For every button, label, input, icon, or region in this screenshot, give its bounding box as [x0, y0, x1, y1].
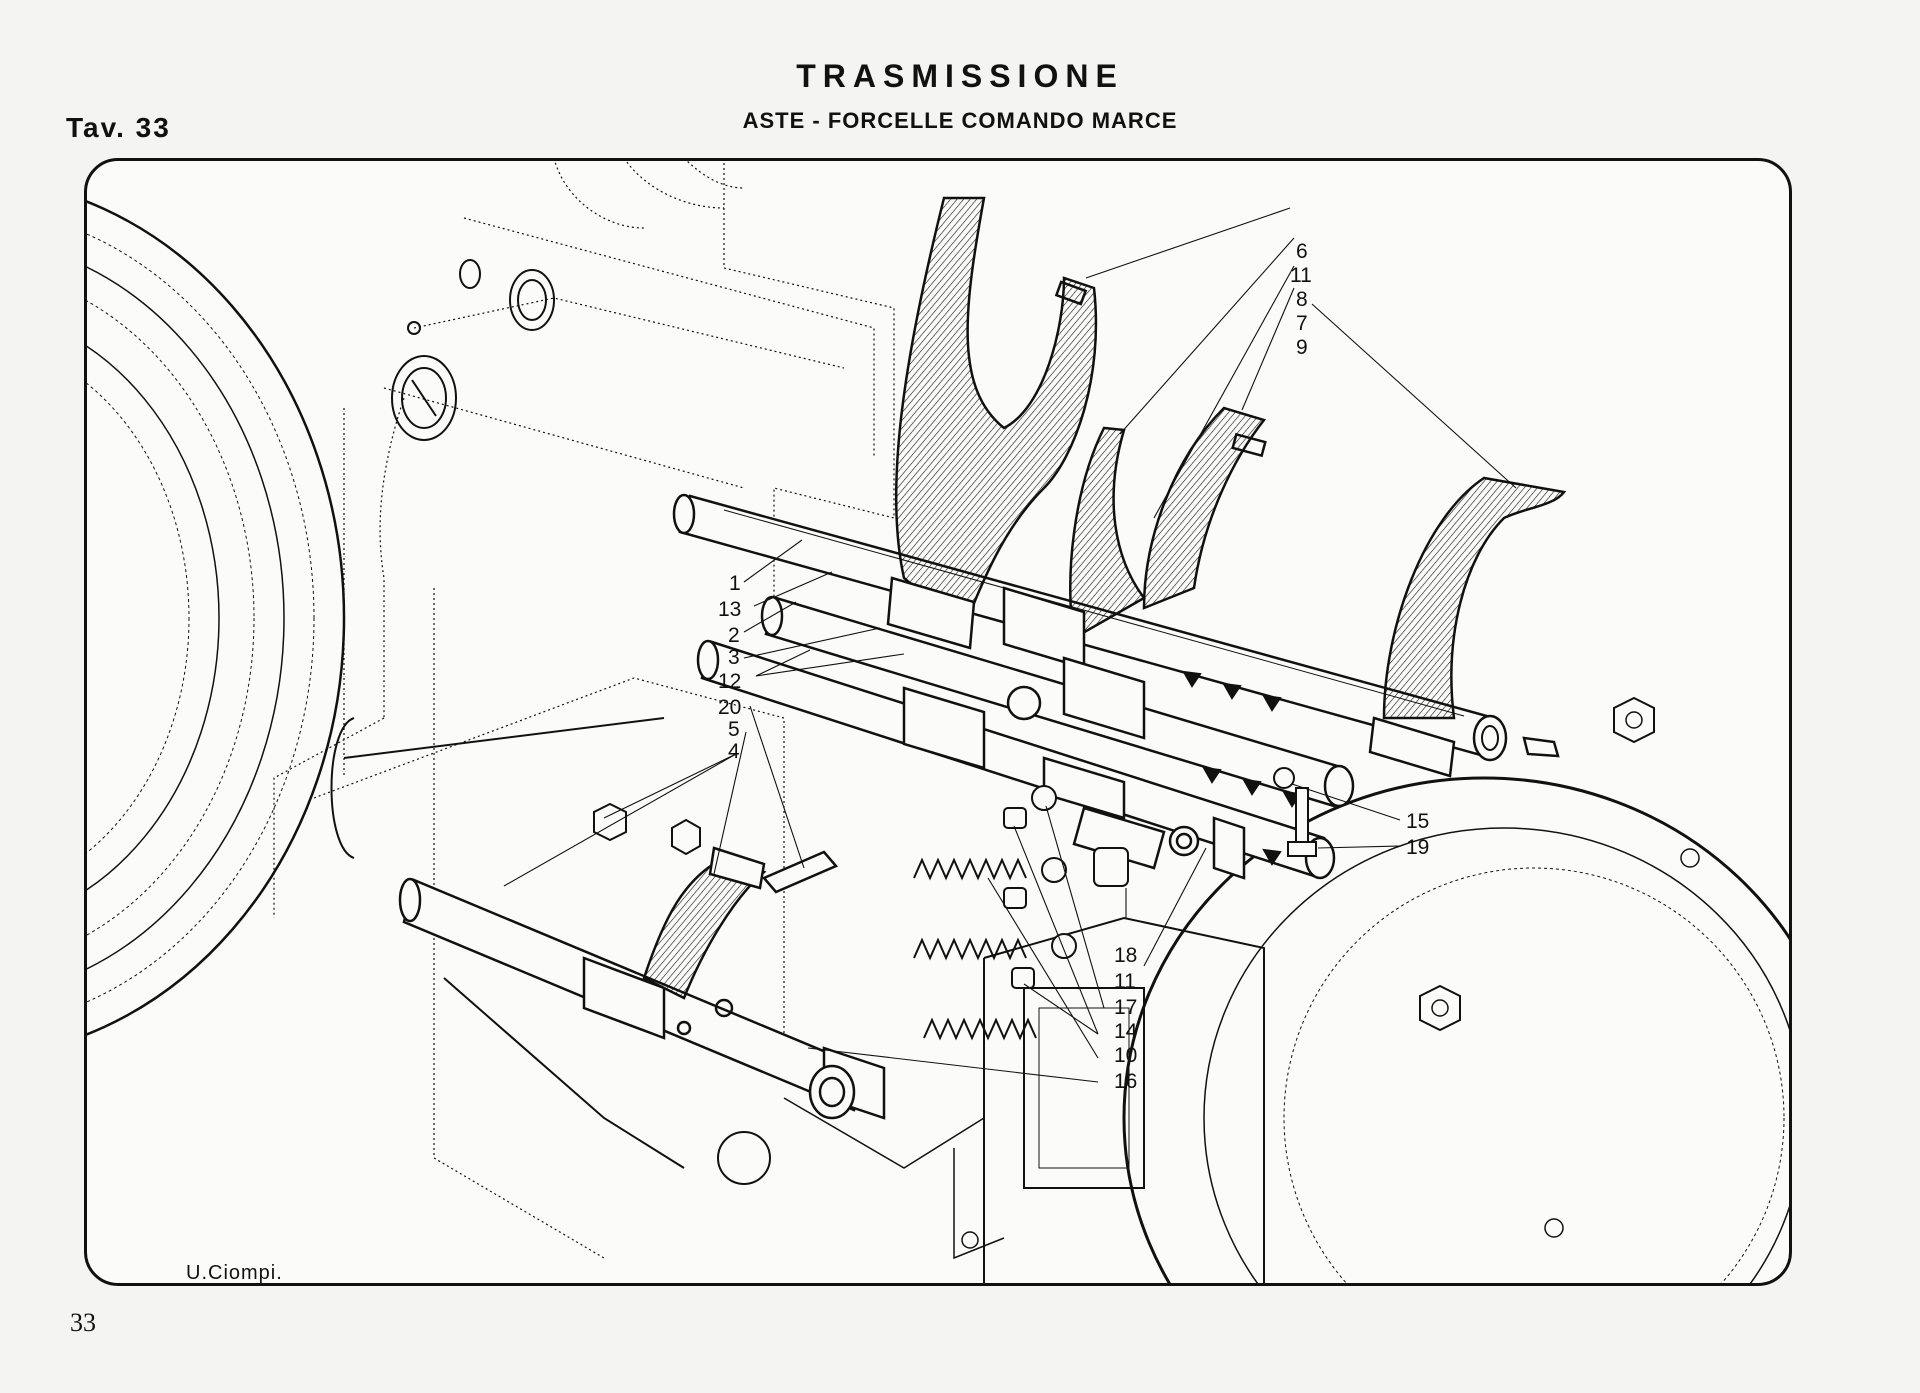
svg-text:16: 16 — [1114, 1070, 1137, 1093]
svg-text:6: 6 — [1296, 240, 1308, 263]
callout-13: 13 — [718, 571, 833, 621]
svg-text:20: 20 — [718, 696, 741, 719]
shift-fork-right — [1368, 476, 1567, 778]
gearbox-casing — [244, 160, 895, 1259]
callout-4: 4 — [503, 740, 740, 887]
svg-text:5: 5 — [728, 718, 740, 741]
callout-labels: 6 11 8 7 9 1 13 2 — [503, 207, 1517, 1093]
callout-9: 9 — [1296, 303, 1517, 489]
callout-19: 19 — [1317, 836, 1429, 859]
svg-text:1: 1 — [729, 572, 741, 595]
svg-text:18: 18 — [1114, 944, 1137, 967]
svg-text:12: 12 — [718, 670, 741, 693]
callout-11: 11 — [1119, 237, 1312, 435]
page-subtitle: ASTE - FORCELLE COMANDO MARCE — [742, 108, 1178, 133]
clutch-housing — [783, 696, 1790, 1284]
casing-bosses — [391, 259, 555, 441]
svg-text:11: 11 — [1290, 264, 1312, 287]
callout-2: 2 — [728, 601, 797, 647]
svg-text:13: 13 — [718, 598, 741, 621]
callout-17: 17 — [1045, 805, 1137, 1019]
detent-balls — [1031, 785, 1077, 959]
page-number: 33 — [70, 1308, 96, 1337]
callout-7: 7 — [1241, 287, 1308, 411]
plate-number: Tav. 33 — [66, 112, 171, 143]
svg-text:11: 11 — [1114, 970, 1136, 993]
shift-fork-middle — [1069, 406, 1267, 640]
svg-text:17: 17 — [1114, 996, 1137, 1019]
callout-10: 10 — [987, 877, 1137, 1067]
svg-text:4: 4 — [728, 740, 740, 763]
callout-18: 18 — [1114, 888, 1137, 967]
shift-rod-3 — [696, 639, 1336, 880]
callout-14: 14 — [1013, 825, 1138, 1043]
callout-3: 3 — [728, 627, 881, 669]
svg-text:15: 15 — [1406, 810, 1429, 833]
shift-rod-2 — [760, 595, 1355, 808]
svg-text:2: 2 — [728, 624, 740, 647]
flywheel-housing — [86, 176, 346, 1060]
detent-springs — [913, 857, 1037, 1041]
callout-8: 8 — [1153, 265, 1308, 519]
callout-12: 12 — [718, 649, 905, 693]
svg-text:10: 10 — [1114, 1044, 1137, 1067]
svg-text:9: 9 — [1296, 336, 1308, 359]
svg-text:14: 14 — [1114, 1020, 1138, 1043]
svg-text:19: 19 — [1406, 836, 1429, 859]
svg-text:7: 7 — [1296, 312, 1308, 335]
exploded-diagram: 6 11 8 7 9 1 13 2 — [86, 160, 1790, 1284]
callout-1: 1 — [729, 539, 803, 595]
svg-text:3: 3 — [728, 646, 740, 669]
page-title: TRASMISSIONE — [796, 58, 1124, 94]
artist-signature: U.Ciompi. — [186, 1262, 283, 1284]
callout-20: 20 — [718, 696, 805, 869]
callout-15: 15 — [1291, 783, 1429, 833]
lower-housing — [330, 717, 771, 1185]
svg-text:8: 8 — [1296, 288, 1308, 311]
callout-5: 5 — [713, 718, 747, 875]
reverse-lever-shaft — [398, 846, 886, 1120]
shift-fork-large — [886, 196, 1098, 650]
callout-11-lower: 11 — [1114, 847, 1207, 993]
screws — [1093, 767, 1317, 887]
detent-plungers — [1003, 807, 1035, 989]
selector-blocks — [902, 586, 1246, 880]
callout-6: 6 — [1085, 207, 1308, 279]
callout-16: 16 — [807, 1047, 1137, 1093]
